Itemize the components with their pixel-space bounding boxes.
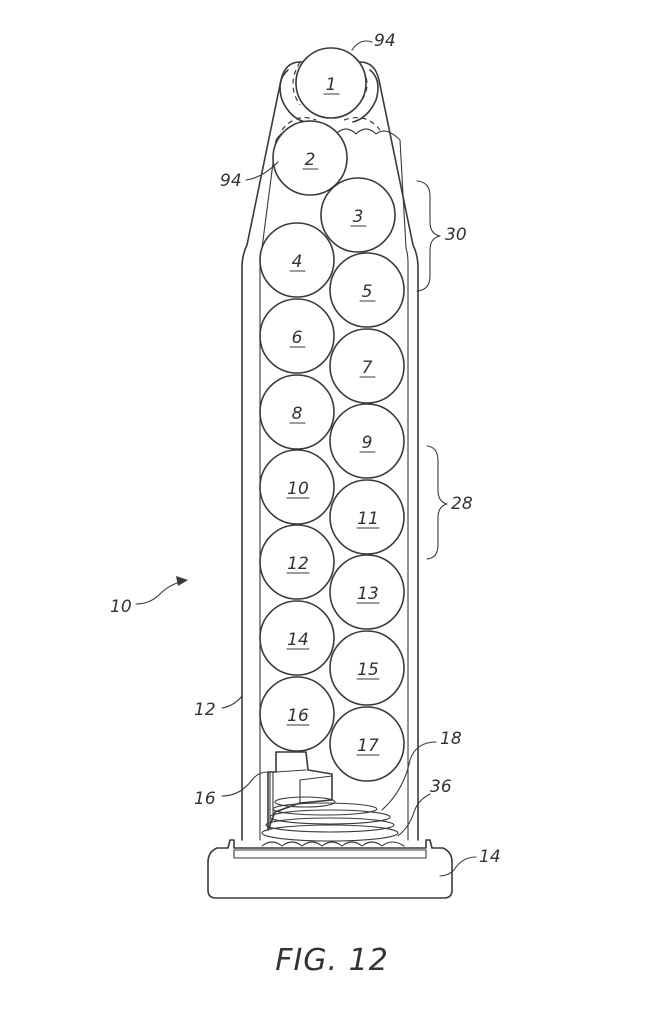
ref-94-left: 94 xyxy=(220,171,242,191)
leader-94-top xyxy=(351,40,373,51)
ref-10: 10 xyxy=(110,597,132,617)
feed-lip-right xyxy=(352,69,379,123)
ball-label: 2 xyxy=(305,150,316,170)
ball-14: 14 xyxy=(259,600,335,676)
ball-16: 16 xyxy=(259,676,335,752)
base-insert xyxy=(233,849,427,859)
ball-label: 15 xyxy=(357,660,379,680)
ball-label: 8 xyxy=(292,404,303,424)
ball-label: 7 xyxy=(362,358,373,378)
ref-14: 14 xyxy=(479,847,501,867)
leader-94-left xyxy=(245,161,279,181)
ball-11: 11 xyxy=(329,479,405,555)
ref-16: 16 xyxy=(194,789,216,809)
leader-12 xyxy=(221,695,243,709)
ball-10: 10 xyxy=(259,449,335,525)
ref-36: 36 xyxy=(430,777,452,797)
ball-4: 4 xyxy=(259,222,335,298)
bottom-wave xyxy=(261,841,405,847)
leader-18 xyxy=(381,741,437,811)
follower xyxy=(267,751,333,831)
ball-5: 5 xyxy=(329,252,405,328)
ball-15: 15 xyxy=(329,630,405,706)
ball-label: 16 xyxy=(287,706,309,726)
ball-label: 12 xyxy=(287,554,309,574)
ball-label: 9 xyxy=(362,433,373,453)
ball-7: 7 xyxy=(329,328,405,404)
arrowhead-10 xyxy=(176,576,188,586)
bracket-30 xyxy=(416,180,441,292)
ball-label: 10 xyxy=(287,479,309,499)
ref-18: 18 xyxy=(440,729,462,749)
ball-label: 14 xyxy=(287,630,309,650)
ref-12: 12 xyxy=(194,700,216,720)
ref-94-top: 94 xyxy=(374,31,396,51)
bracket-28 xyxy=(426,445,448,560)
ball-9: 9 xyxy=(329,403,405,479)
ball-label: 1 xyxy=(326,75,337,95)
ball-8: 8 xyxy=(259,374,335,450)
ball-17: 17 xyxy=(329,706,405,782)
ref-30: 30 xyxy=(445,225,467,245)
ball-label: 5 xyxy=(362,282,373,302)
figure-caption: FIG. 12 xyxy=(275,943,389,978)
ball-3: 3 xyxy=(320,177,396,253)
ball-6: 6 xyxy=(259,298,335,374)
ball-label: 6 xyxy=(292,328,303,348)
ball-label: 4 xyxy=(292,252,303,272)
ball-1: 1 xyxy=(295,47,367,119)
leader-36 xyxy=(397,793,431,837)
ball-12: 12 xyxy=(259,524,335,600)
base-plate xyxy=(207,839,453,899)
leader-10 xyxy=(135,580,185,605)
ball-13: 13 xyxy=(329,554,405,630)
leader-14 xyxy=(439,856,477,877)
ball-label: 13 xyxy=(357,584,379,604)
ball-label: 17 xyxy=(357,736,379,756)
ball-label: 3 xyxy=(353,207,364,227)
ball-label: 11 xyxy=(357,509,379,529)
ref-28: 28 xyxy=(451,494,473,514)
spring xyxy=(261,796,399,842)
leader-16 xyxy=(221,771,269,797)
ball-2: 2 xyxy=(272,120,348,196)
